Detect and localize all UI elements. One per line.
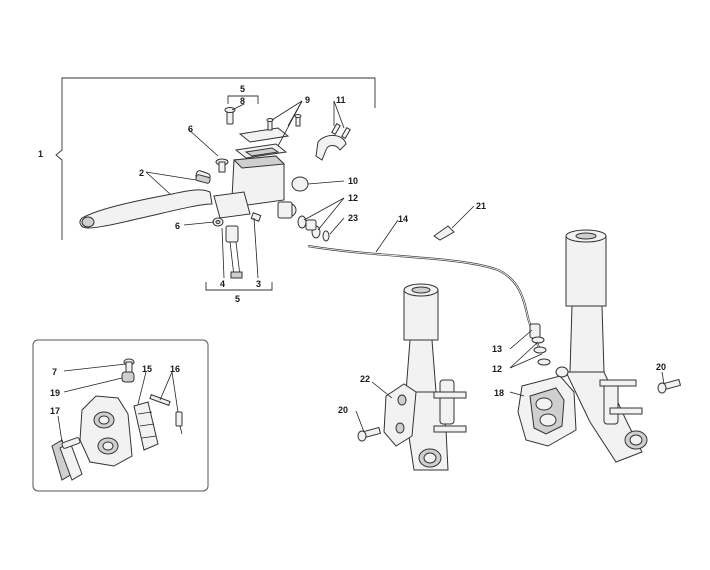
label-17: 17 [50,406,60,416]
label-13: 13 [492,344,502,354]
label-9: 9 [305,95,310,105]
label-16: 16 [170,364,180,374]
inset-pad-spring [133,401,159,451]
dust-cap [291,176,309,192]
left-fork-leg [401,283,467,471]
mount-bolt-left [357,426,382,442]
label-3: 3 [256,279,261,289]
label-23: 23 [348,213,358,223]
hose-clip [433,225,455,241]
label-4: 4 [220,279,225,289]
banjo-fittings-top [297,215,330,242]
label-5-top: 5 [240,84,245,94]
master-cylinder [213,155,297,219]
label-10: 10 [348,176,358,186]
label-19: 19 [50,388,60,398]
brake-caliper [517,366,577,447]
banjo-fittings-bottom [529,323,551,366]
cap-screws [224,107,302,131]
assembly-1-bracket [55,77,376,240]
group-5-top-bracket [227,95,259,104]
label-12-lower: 12 [492,364,502,374]
label-1: 1 [38,149,43,159]
label-15: 15 [142,364,152,374]
brake-light-switch [225,212,262,279]
label-11: 11 [336,95,346,105]
label-7: 7 [52,367,57,377]
label-20-left: 20 [338,405,348,415]
mount-bolt-right [657,378,682,394]
label-6-bottom: 6 [175,221,180,231]
handlebar-clamp [315,122,351,161]
group-5-bottom-bracket [205,282,273,291]
caliper-mount [383,383,417,447]
label-2: 2 [139,168,144,178]
right-fork-leg [565,229,648,463]
leader-lines [57,100,665,443]
reservoir-cap [234,127,290,159]
inset-bleed-valve [121,358,135,383]
pivot-washer [212,217,224,227]
inset-caliper-body [79,395,133,467]
label-14: 14 [398,214,408,224]
label-5-bottom: 5 [235,294,240,304]
label-18: 18 [494,388,504,398]
label-20-right: 20 [656,362,666,372]
label-22: 22 [360,374,370,384]
label-12-upper: 12 [348,193,358,203]
label-21: 21 [476,201,486,211]
brake-lever [79,170,213,229]
lever-pin [195,158,229,184]
label-8: 8 [240,96,245,106]
label-6-top: 6 [188,124,193,134]
inset-brake-pads [51,437,83,481]
